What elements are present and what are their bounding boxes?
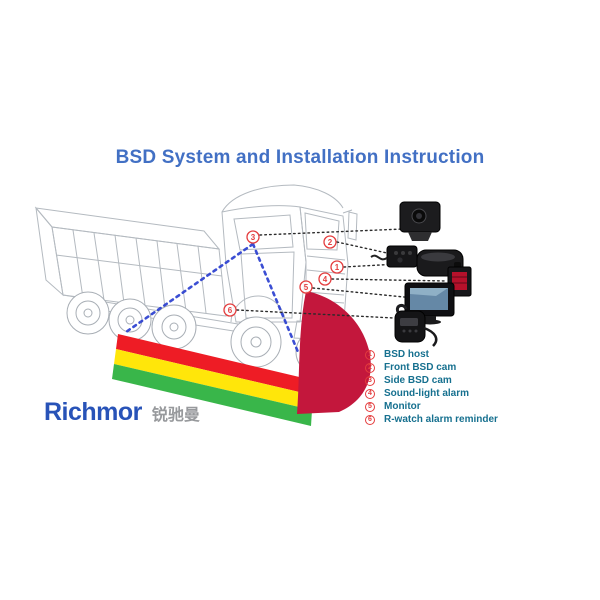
page-title: BSD System and Installation Instruction <box>115 147 485 168</box>
marker-monitor: 5 <box>299 280 313 294</box>
beam-red-stripe <box>116 334 312 395</box>
legend-item-bsd-host: 1 BSD host <box>365 348 498 361</box>
legend-item-monitor: 5 Monitor <box>365 400 498 413</box>
connector-lines <box>236 228 448 319</box>
legend-item-sound-light-alarm: 4 Sound-light alarm <box>365 387 498 400</box>
marker-front-cam: 2 <box>323 235 337 249</box>
marker-r-watch: 6 <box>223 303 237 317</box>
front-bsd-camera-image <box>370 245 418 268</box>
svg-text:1: 1 <box>335 263 340 272</box>
legend-number-badge: 4 <box>365 388 375 399</box>
legend-number-badge: 1 <box>365 349 375 360</box>
legend-number-badge: 2 <box>365 362 375 373</box>
legend-item-label: BSD host <box>384 349 429 360</box>
truck-line-art <box>34 184 358 342</box>
legend-item-label: Monitor <box>384 401 421 412</box>
legend-item-label: Side BSD cam <box>384 375 452 386</box>
legend-item-label: R-watch alarm reminder <box>384 414 498 425</box>
legend-item-label: Front BSD cam <box>384 362 457 373</box>
side-detection-beam <box>112 334 312 426</box>
legend-item-r-watch: 6 R-watch alarm reminder <box>365 413 498 426</box>
side-cam-fov-lines <box>124 242 300 354</box>
legend: 1 BSD host 2 Front BSD cam 3 Side BSD ca… <box>365 348 498 426</box>
svg-text:6: 6 <box>228 306 233 315</box>
svg-text:4: 4 <box>323 275 328 284</box>
legend-item-side-bsd-cam: 3 Side BSD cam <box>365 374 498 387</box>
svg-text:5: 5 <box>304 283 309 292</box>
brand-logo-chinese: 锐驰曼 <box>151 407 200 424</box>
monitor-image <box>404 282 455 325</box>
brand-logo-text: Richmor <box>44 398 142 426</box>
marker-sound-light-alarm: 4 <box>318 272 332 286</box>
svg-text:3: 3 <box>251 233 256 242</box>
side-bsd-camera-image <box>399 201 441 241</box>
beam-yellow-stripe <box>114 349 312 410</box>
legend-number-badge: 6 <box>365 414 375 425</box>
r-watch-image <box>394 303 438 347</box>
legend-item-front-bsd-cam: 2 Front BSD cam <box>365 361 498 374</box>
marker-bsd-host: 1 <box>330 260 344 274</box>
beam-green-stripe <box>112 364 312 426</box>
truck-markers: 1 2 3 4 5 6 <box>223 230 344 317</box>
legend-number-badge: 5 <box>365 401 375 412</box>
front-detection-zone <box>297 291 371 414</box>
marker-side-cam: 3 <box>246 230 260 244</box>
brand-logo: Richmor 锐驰曼 <box>44 398 200 427</box>
legend-item-label: Sound-light alarm <box>384 388 469 399</box>
svg-text:2: 2 <box>328 238 333 247</box>
legend-number-badge: 3 <box>365 375 375 386</box>
